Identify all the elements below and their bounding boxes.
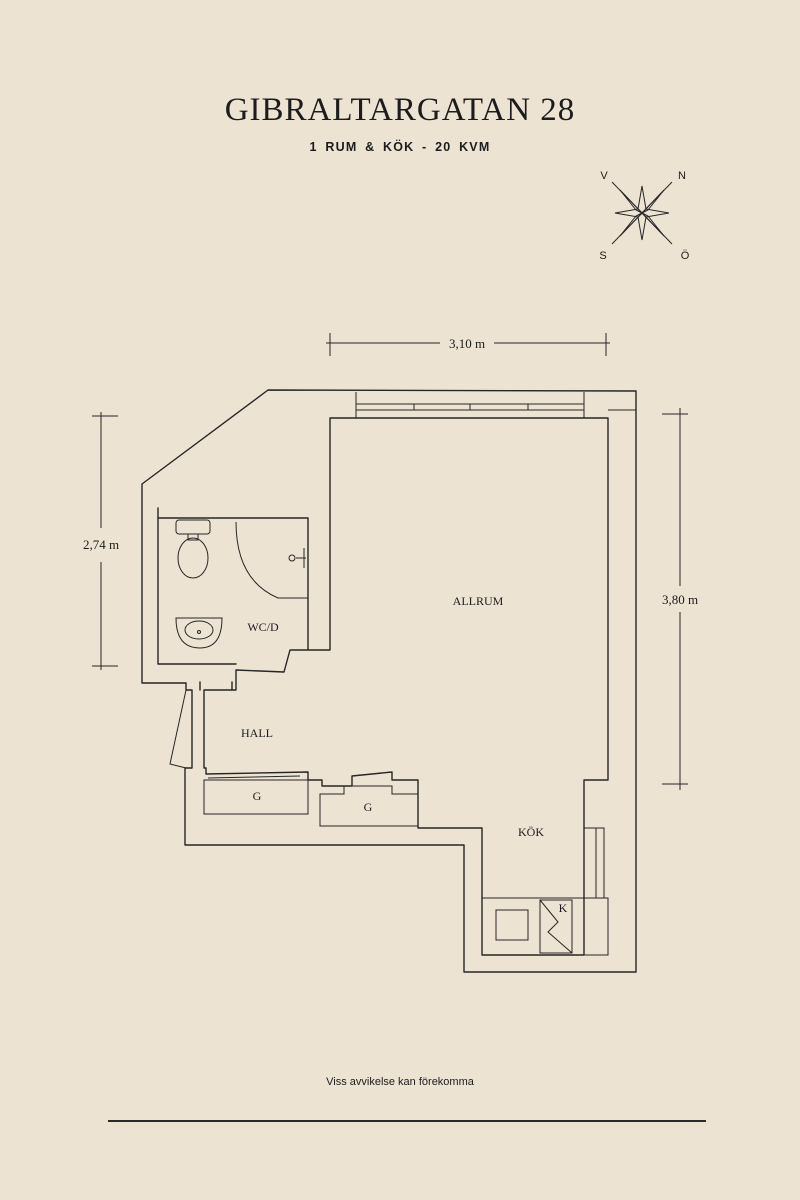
compass-east-label: Ö — [681, 250, 690, 262]
sink-icon — [175, 617, 223, 649]
compass-north-label: N — [678, 170, 686, 182]
inner-wall-left — [157, 507, 237, 665]
outer-wall — [141, 389, 637, 973]
footer-rule — [108, 1120, 706, 1122]
room-wc-label: WC/D — [247, 620, 279, 634]
dimension-right: 3,80 m — [662, 408, 698, 790]
dimension-top: 3,10 m — [326, 333, 610, 356]
closet-2: G — [319, 785, 419, 827]
dimension-top-label: 3,10 m — [449, 336, 485, 351]
inner-wall-hall — [199, 681, 233, 691]
room-kok-label: KÖK — [518, 825, 544, 839]
bathroom-wall — [157, 517, 309, 651]
stove-label: K — [559, 901, 568, 915]
kitchen-counter: K — [481, 827, 609, 956]
dimension-left: 2,74 m — [83, 412, 119, 670]
page-title: GIBRALTARGATAN 28 — [224, 92, 576, 128]
compass-icon: V N S Ö — [599, 170, 689, 262]
compass-west-label: V — [600, 170, 608, 182]
window-top — [355, 392, 636, 418]
compass-south-label: S — [599, 250, 606, 262]
closet-2-label: G — [364, 800, 373, 814]
dimension-right-label: 3,80 m — [662, 592, 698, 607]
shower-icon — [288, 548, 306, 568]
hall-door — [169, 689, 187, 769]
inner-wall — [203, 417, 609, 956]
closet-1-label: G — [253, 789, 262, 803]
bathroom-door — [235, 521, 308, 599]
room-hall-label: HALL — [241, 726, 273, 740]
page-subtitle: 1 RUM & KÖK - 20 KVM — [309, 140, 491, 154]
dimension-left-label: 2,74 m — [83, 537, 119, 552]
toilet-icon — [175, 519, 211, 579]
disclaimer-text: Viss avvikelse kan förekomma — [326, 1076, 474, 1088]
room-allrum-label: ALLRUM — [453, 594, 504, 608]
closet-1: G — [203, 775, 309, 815]
